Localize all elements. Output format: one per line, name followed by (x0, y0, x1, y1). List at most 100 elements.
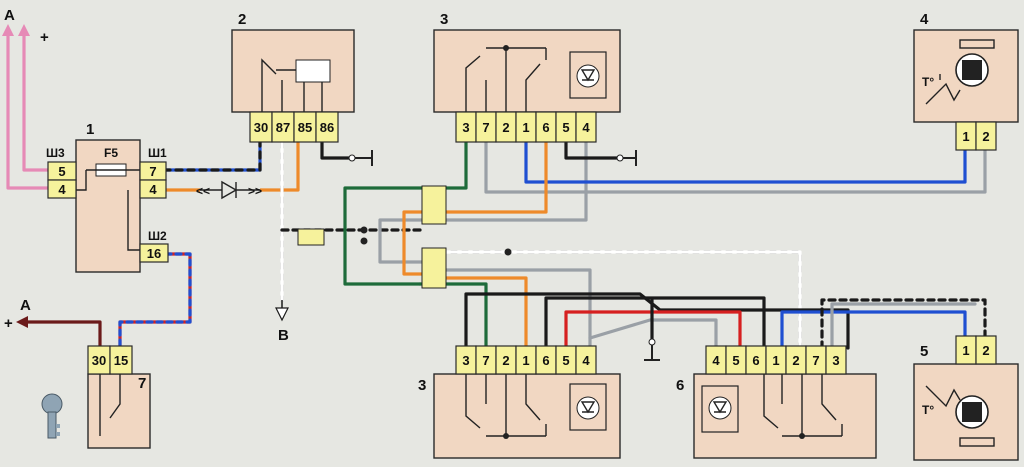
diode-symbol: << >> (196, 180, 262, 200)
wire-gray-top (484, 138, 987, 194)
wire-orange-relay (138, 140, 300, 192)
ground-symbols (348, 150, 660, 361)
component-number-4: 4 (920, 11, 929, 28)
ignition-terminal-30: 30 (92, 353, 106, 368)
ground-icon-relay (355, 150, 373, 166)
terminal-sh3-4: 4 (58, 182, 66, 197)
switch3-bottom-terminal-6: 4 (582, 353, 590, 368)
switch6-terminal-0: 4 (712, 353, 720, 368)
arrow-a-top (2, 24, 14, 36)
component-number-6: 6 (676, 377, 684, 394)
thermal-label-top: T° (922, 75, 934, 89)
led-icon-top (576, 64, 600, 88)
component-number-7: 7 (138, 375, 146, 392)
wire-dash-m5 (820, 298, 987, 350)
wire-black-cross-a (464, 292, 850, 350)
switch6-terminal-5: 7 (812, 353, 819, 368)
label-a-left: A (20, 297, 31, 314)
switch3-bottom-terminal-1: 7 (482, 353, 489, 368)
wire-black-cross-b (544, 296, 766, 350)
splice-connector-left (297, 228, 325, 246)
wire-gray-mid (378, 138, 588, 264)
wire-relay-gnd (320, 138, 354, 160)
terminal-sh1-4: 4 (149, 182, 157, 197)
switch6-terminal-4: 2 (792, 353, 799, 368)
component-number-3-top: 3 (440, 11, 448, 28)
arrow-plus-top (18, 24, 30, 36)
motor5-terminal-2: 2 (982, 343, 989, 358)
switch3-top-terminal-4: 6 (542, 120, 549, 135)
motor5-terminal-1: 1 (962, 343, 969, 358)
switch3-top-terminal-2: 2 (502, 120, 509, 135)
wire-gray-low (428, 268, 592, 350)
wire-pink-plus (22, 28, 50, 172)
component-2-relay: 2 30 87 85 86 (231, 11, 355, 143)
wire-brown-a (26, 320, 102, 350)
component-number-5: 5 (920, 343, 928, 360)
led-icon-switch6 (708, 396, 732, 420)
ground-icon-switch3 (623, 150, 637, 166)
ignition-terminal-15: 15 (114, 353, 128, 368)
switch6-terminal-1: 5 (732, 353, 739, 368)
component-4-motor: 4 T° 1 2 (913, 11, 1019, 151)
component-7-ignition-switch: 7 30 15 (41, 345, 151, 449)
component-number-1: 1 (86, 121, 94, 138)
wire-gray-m5 (830, 302, 977, 350)
relay-terminal-87: 87 (276, 120, 290, 135)
wire-orange-top (402, 138, 548, 276)
component-number-3-bottom: 3 (418, 377, 426, 394)
wire-pink-a (6, 28, 50, 190)
connector-label-sh3: Ш3 (46, 146, 65, 160)
switch3-bottom-terminal-3: 1 (522, 353, 529, 368)
terminal-sh3-5: 5 (58, 164, 65, 179)
label-b: B (278, 327, 289, 344)
connector-label-sh2: Ш2 (148, 229, 167, 243)
wire-gnd-top3 (564, 138, 622, 160)
switch6-terminal-2: 6 (752, 353, 759, 368)
fuse-label: F5 (104, 146, 118, 160)
switch3-top-terminal-5: 5 (562, 120, 569, 135)
arrows-top (2, 24, 289, 328)
connector-label-sh1: Ш1 (148, 146, 167, 160)
switch3-bottom-terminal-4: 6 (542, 353, 549, 368)
key-icon (41, 393, 63, 439)
arrow-a-left (16, 316, 28, 328)
ground-terminal-center (648, 338, 656, 346)
terminal-sh1-7: 7 (149, 164, 156, 179)
ground-icon-center (644, 345, 660, 361)
wire-orange-low (428, 276, 528, 350)
relay-terminals: 30 87 85 86 (249, 111, 339, 143)
switch3-top-terminal-0: 3 (462, 120, 469, 135)
thermal-label-bottom: T° (922, 403, 934, 417)
led-icon-bottom (576, 396, 600, 420)
component-number-2: 2 (238, 11, 246, 28)
ground-terminal-relay (348, 154, 356, 162)
diode-arrows-left: << (196, 184, 210, 198)
wires (6, 28, 987, 350)
switch3-top-terminal-1: 7 (482, 120, 489, 135)
switch3-top-terminal-3: 1 (522, 120, 529, 135)
motor4-terminal-2: 2 (982, 129, 989, 144)
ground-terminal-switch3 (616, 154, 624, 162)
junction-dot-2 (360, 226, 368, 234)
relay-coil-icon (295, 59, 331, 83)
component-5-motor: 5 T° 1 2 (913, 335, 1019, 461)
junction-dot-3 (504, 248, 512, 256)
label-plus-top: + (40, 29, 49, 46)
wire-fuse-dash-b (138, 140, 262, 172)
switch6-terminal-6: 3 (832, 353, 839, 368)
relay-terminal-30: 30 (254, 120, 268, 135)
wire-dash-long-w (438, 250, 802, 350)
wire-gray-gnd (588, 318, 718, 350)
splice-connector-top (421, 185, 447, 225)
relay-terminal-85: 85 (298, 120, 312, 135)
splice-connectors (83, 167, 512, 289)
label-plus-left: + (4, 315, 13, 332)
